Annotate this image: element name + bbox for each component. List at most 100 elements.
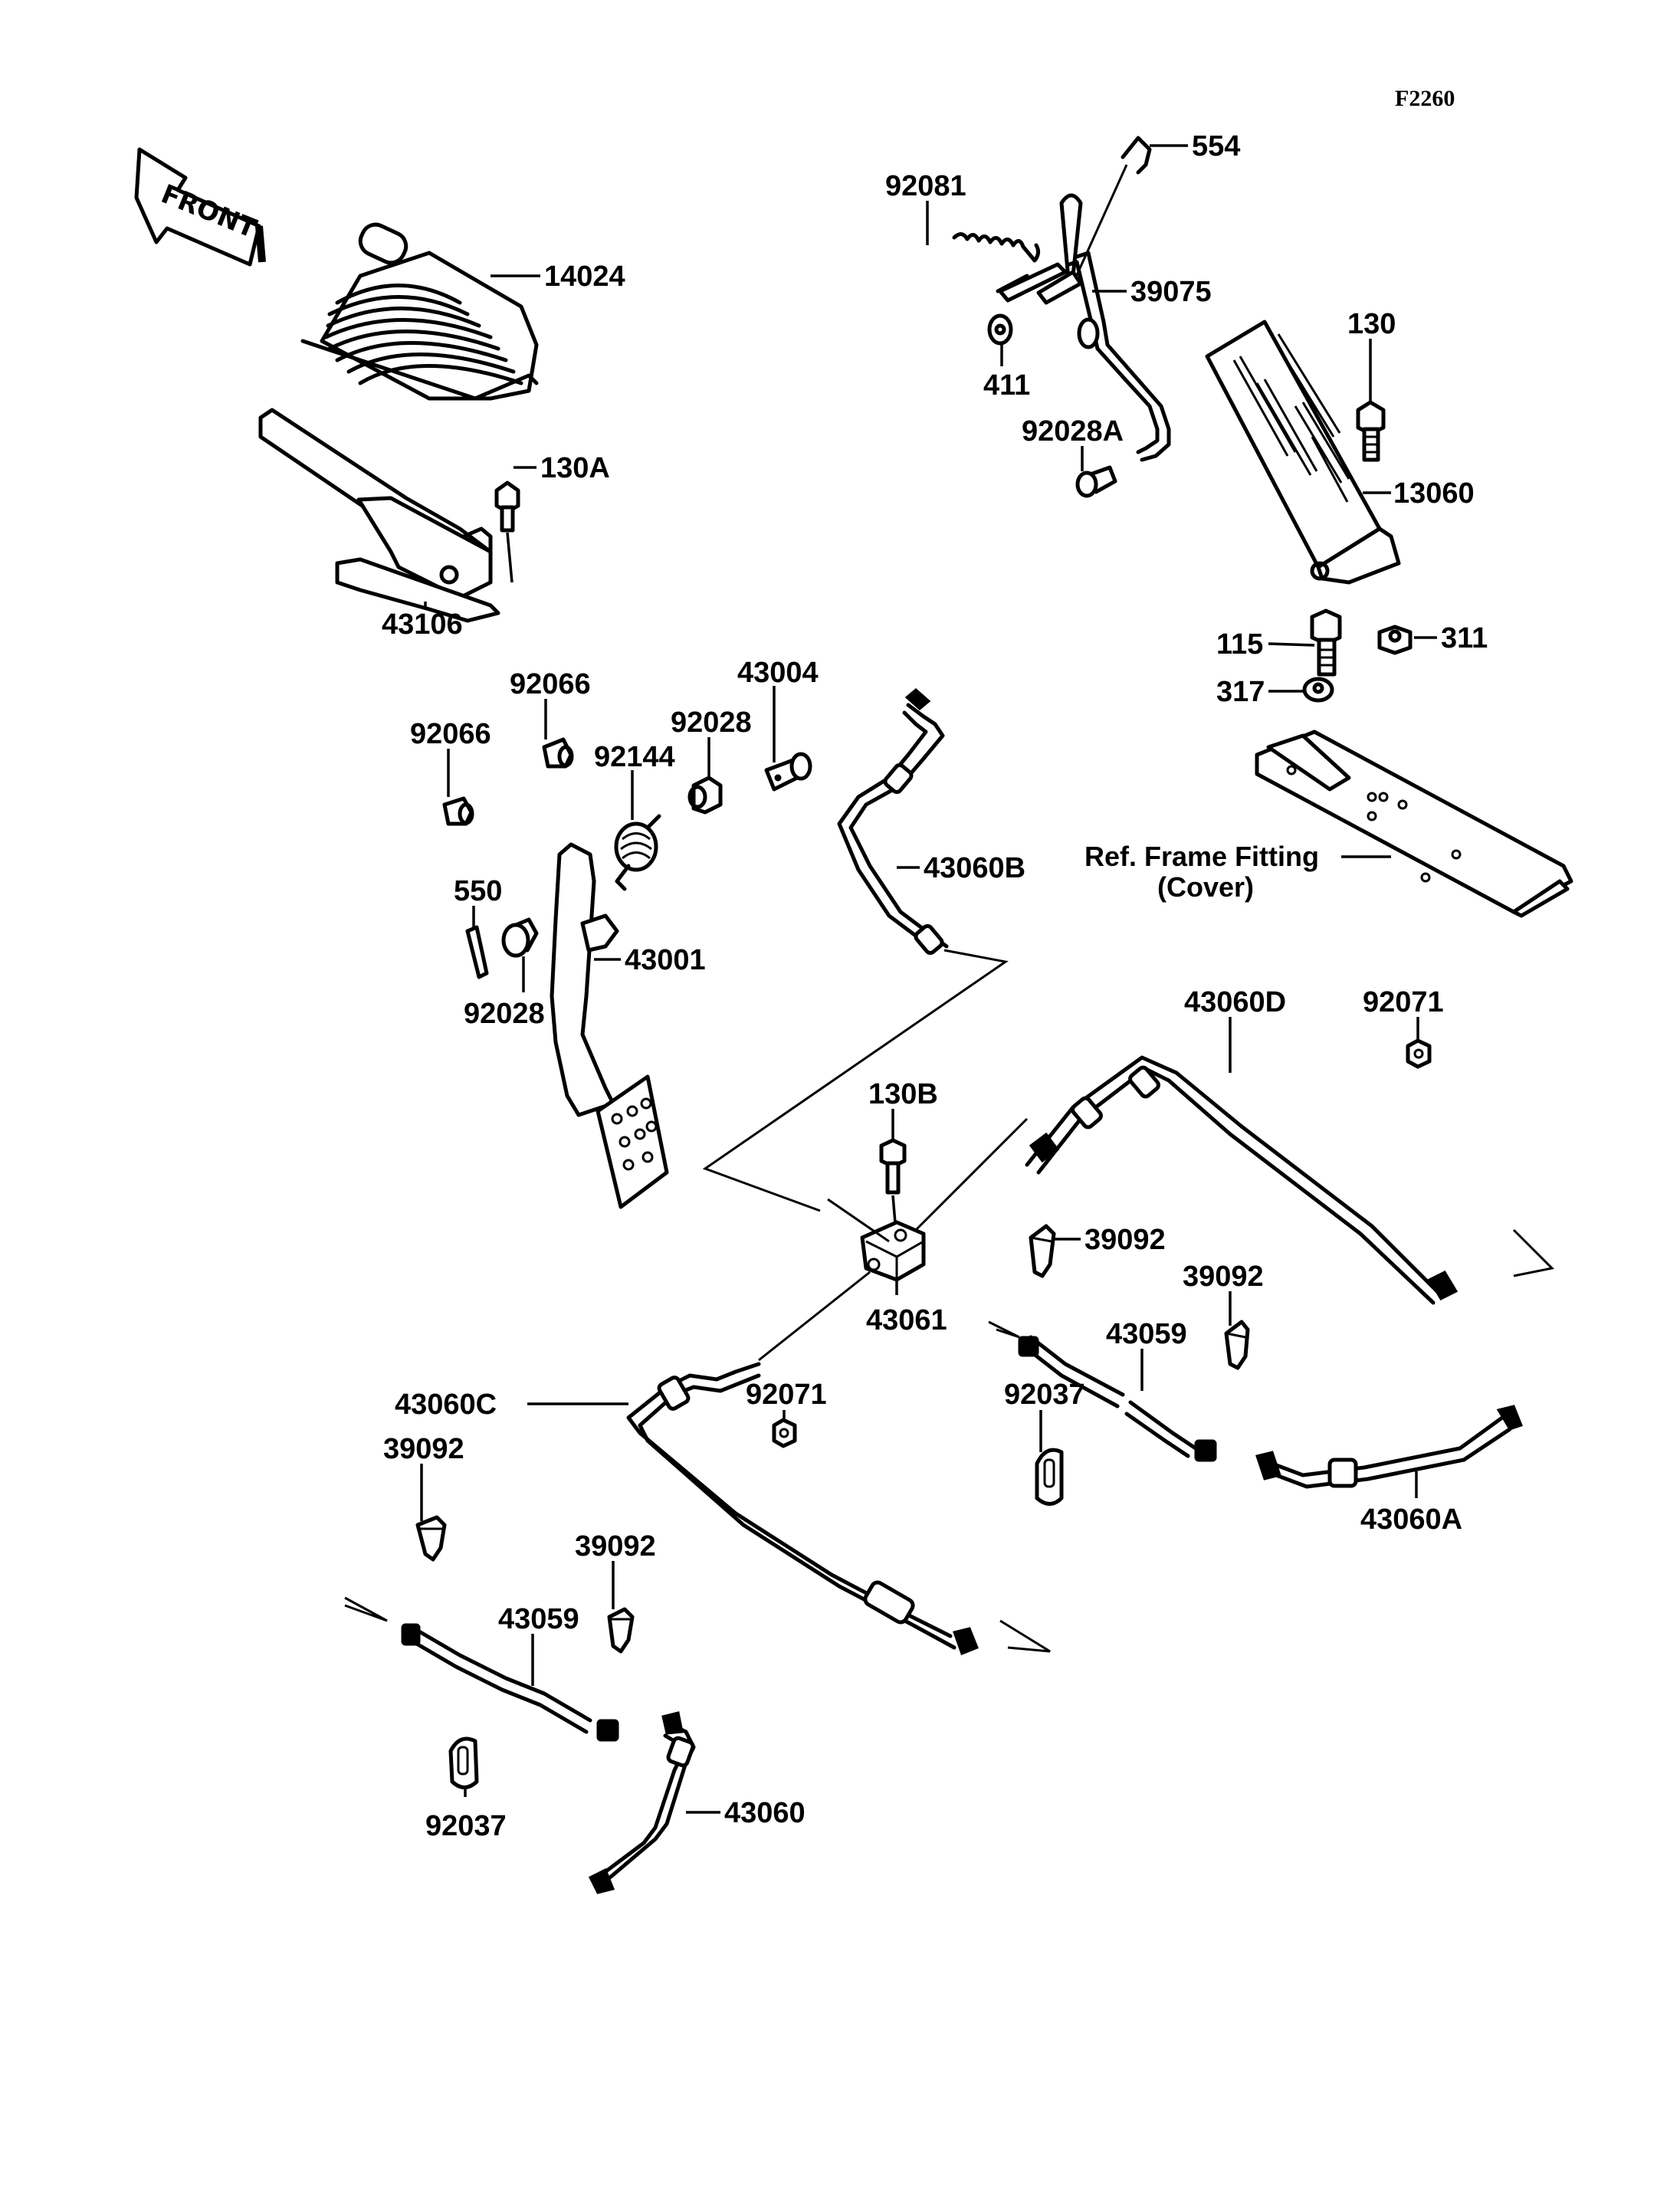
clip-39092-left-part (415, 1515, 447, 1562)
label-92144: 92144 (594, 741, 675, 820)
label-411: 411 (983, 345, 1030, 402)
svg-text:43060: 43060 (724, 1797, 806, 1829)
collar-92028a-part (1075, 465, 1117, 498)
label-130: 130 (1347, 308, 1396, 405)
washer-317-part (1302, 677, 1334, 703)
svg-text:92144: 92144 (594, 741, 675, 773)
brake-pipe-43060d-part (1025, 1055, 1555, 1305)
spring-92144-part (614, 814, 661, 891)
accelerator-rod-part (996, 193, 1171, 462)
svg-text:39092: 39092 (1183, 1261, 1264, 1293)
clamp-92037-right-part (1035, 1448, 1064, 1506)
label-92028a: 92028A (1022, 415, 1124, 471)
svg-text:130: 130 (1347, 308, 1396, 340)
brake-pipe-43060a-part (1255, 1405, 1523, 1489)
spring-92081-part (952, 232, 1041, 263)
label-43004: 43004 (737, 657, 819, 762)
label-311: 311 (1414, 622, 1488, 654)
bolt-130-part (1356, 400, 1386, 462)
diagram-code: F2260 (1395, 86, 1455, 111)
bolt-130a-part (494, 480, 520, 583)
label-43059-left: 43059 (498, 1603, 579, 1686)
collar-92028-top-part (687, 776, 723, 815)
label-92028-bottom: 92028 (464, 956, 545, 1030)
svg-text:43106: 43106 (382, 608, 463, 641)
label-39075: 39075 (1092, 276, 1212, 308)
label-43059-right: 43059 (1106, 1318, 1187, 1391)
svg-text:92081: 92081 (885, 170, 966, 202)
svg-text:311: 311 (1441, 622, 1488, 654)
svg-text:317: 317 (1216, 676, 1265, 708)
svg-text:92071: 92071 (1363, 986, 1444, 1018)
svg-text:39092: 39092 (383, 1433, 464, 1465)
label-130a: 130A (514, 452, 610, 484)
label-14024: 14024 (491, 261, 625, 293)
label-43060: 43060 (686, 1797, 806, 1829)
frame-fitting-cover-part (1255, 730, 1573, 918)
label-39092-left: 39092 (383, 1433, 464, 1521)
accelerator-pedal-part (1205, 320, 1401, 585)
svg-text:43001: 43001 (625, 944, 706, 976)
label-554: 554 (1150, 130, 1240, 162)
clip-554-part (1071, 136, 1152, 284)
clip-39092-mid-part (1029, 1224, 1056, 1278)
label-92037-left: 92037 (425, 1785, 507, 1842)
svg-text:43004: 43004 (737, 657, 819, 689)
label-43106: 43106 (382, 602, 463, 641)
svg-text:92028: 92028 (464, 998, 545, 1030)
label-43060c: 43060C (395, 1389, 628, 1421)
label-92066-top: 92066 (510, 668, 591, 739)
pin-43004-part (764, 752, 812, 792)
label-39092-mid: 39092 (1054, 1224, 1166, 1256)
label-92081: 92081 (885, 170, 966, 245)
cotter-pin-550-part (465, 925, 489, 979)
label-92037-right: 92037 (1004, 1379, 1085, 1452)
shift-boot-part (300, 222, 539, 401)
clamp-92037-left-part (448, 1736, 479, 1789)
svg-text:39075: 39075 (1130, 276, 1212, 308)
clip-39092-right-part (1224, 1320, 1250, 1370)
svg-text:550: 550 (454, 875, 502, 907)
label-92066-left: 92066 (410, 718, 491, 797)
svg-text:130B: 130B (868, 1078, 938, 1110)
svg-text:130A: 130A (540, 452, 610, 484)
svg-text:411: 411 (983, 369, 1030, 402)
label-115: 115 (1216, 628, 1315, 661)
svg-text:43060D: 43060D (1184, 986, 1286, 1018)
brake-hose-43059-right-part (988, 1320, 1217, 1462)
svg-text:43060B: 43060B (924, 852, 1025, 884)
svg-text:92028A: 92028A (1022, 415, 1124, 448)
label-13060: 13060 (1363, 477, 1475, 510)
svg-text:(Cover): (Cover) (1157, 871, 1254, 903)
svg-text:554: 554 (1192, 130, 1240, 162)
svg-text:92037: 92037 (1004, 1379, 1085, 1411)
svg-text:39092: 39092 (1084, 1224, 1166, 1256)
label-92071-right: 92071 (1363, 986, 1444, 1041)
label-43061: 43061 (866, 1280, 947, 1336)
washer-411-part (987, 313, 1013, 346)
label-92071-left: 92071 (746, 1379, 827, 1420)
label-550: 550 (454, 875, 502, 927)
svg-text:43060A: 43060A (1360, 1503, 1462, 1536)
label-317: 317 (1216, 676, 1303, 708)
brake-hose-43059-left-part (344, 1596, 619, 1742)
svg-text:14024: 14024 (544, 261, 625, 293)
svg-text:43059: 43059 (498, 1603, 579, 1635)
label-39092-lower: 39092 (575, 1530, 656, 1609)
label-92028-top: 92028 (671, 707, 752, 778)
collar-92028-bottom-part (501, 917, 539, 958)
svg-text:43060C: 43060C (395, 1389, 497, 1421)
svg-text:39092: 39092 (575, 1530, 656, 1562)
clip-39092-lower-part (607, 1607, 635, 1654)
svg-text:92071: 92071 (746, 1379, 827, 1411)
svg-text:92037: 92037 (425, 1810, 507, 1842)
svg-text:Ref. Frame Fitting: Ref. Frame Fitting (1084, 841, 1319, 872)
front-arrow-icon: FRONT (134, 147, 266, 267)
label-43001: 43001 (594, 944, 706, 976)
brake-pipe-43060b-part (702, 688, 1009, 1212)
bolt-115-part (1310, 608, 1342, 677)
nut-311-part (1377, 625, 1413, 655)
svg-text:92066: 92066 (410, 718, 491, 750)
label-130b: 130B (868, 1078, 938, 1140)
